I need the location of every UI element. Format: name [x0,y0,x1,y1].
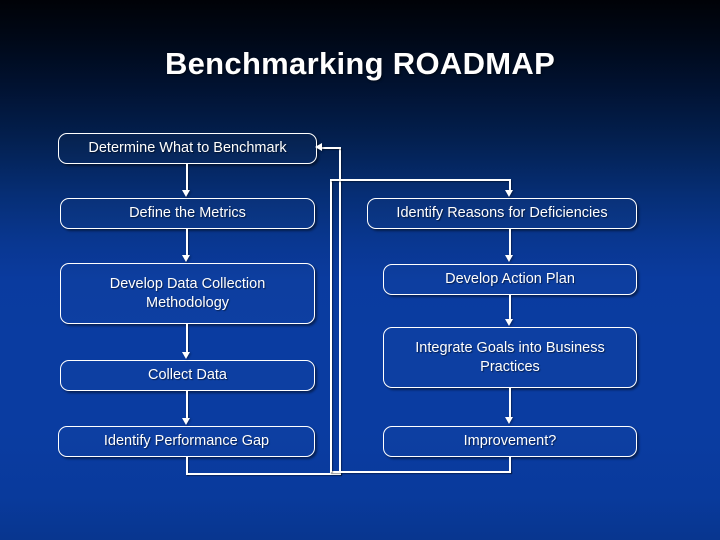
connector-improvement-to-reasons-segment-up [330,179,332,472]
node-collect-data[interactable]: Collect Data [60,360,315,391]
arrow-methodology-to-collect-icon [182,352,190,359]
arrow-action-plan-to-integrate-goals-icon [505,319,513,326]
arrow-reasons-to-action-plan-icon [505,255,513,262]
node-label: Improvement? [463,433,557,449]
connector-gap-to-reasons-segment-down [186,457,188,475]
arrow-integrate-goals-to-improvement-icon [505,417,513,424]
node-label: Develop Data Collection Methodology [109,275,266,311]
node-develop-data-collection-methodology[interactable]: Develop Data Collection Methodology [60,263,315,324]
node-label: Identify Performance Gap [103,433,270,449]
connector-determine-to-define [186,164,188,191]
node-label: Collect Data [148,367,227,383]
node-determine-what-to-benchmark[interactable]: Determine What to Benchmark [58,133,317,164]
node-identify-reasons-for-deficiencies[interactable]: Identify Reasons for Deficiencies [367,198,637,229]
arrow-define-to-methodology-icon [182,255,190,262]
node-develop-action-plan[interactable]: Develop Action Plan [383,264,637,295]
connector-improvement-to-reasons-segment-enter [509,179,511,191]
connector-reasons-to-action-plan [509,229,511,256]
node-label: Define the Metrics [129,205,246,221]
arrow-feedback-into-determine-icon [315,143,322,151]
node-label: Identify Reasons for Deficiencies [396,205,608,221]
node-label: Develop Action Plan [445,271,575,287]
node-label: Integrate Goals into Business Practices [415,339,605,375]
connector-improvement-to-reasons-segment-left [330,471,511,473]
connector-improvement-to-reasons-segment-right [330,179,510,181]
slide-title: Benchmarking ROADMAP [164,46,556,81]
arrow-collect-to-identify-gap-icon [182,418,190,425]
arrow-improvement-to-reasons-icon [505,190,513,197]
connector-gap-to-reasons-segment-up [339,148,341,475]
connector-define-to-methodology [186,229,188,256]
connector-gap-to-reasons-segment-right [186,473,341,475]
connector-action-plan-to-integrate-goals [509,295,511,320]
connector-methodology-to-collect [186,324,188,353]
node-label: Determine What to Benchmark [88,140,287,156]
node-improvement[interactable]: Improvement? [383,426,637,457]
node-define-the-metrics[interactable]: Define the Metrics [60,198,315,229]
node-identify-performance-gap[interactable]: Identify Performance Gap [58,426,315,457]
arrow-determine-to-define-icon [182,190,190,197]
connector-integrate-goals-to-improvement [509,388,511,418]
node-integrate-goals-into-business-practices[interactable]: Integrate Goals into Business Practices [383,327,637,388]
connector-collect-to-identify-gap [186,391,188,419]
connector-improvement-to-reasons-segment-down [509,457,511,473]
connector-feedback-into-determine [322,147,341,149]
